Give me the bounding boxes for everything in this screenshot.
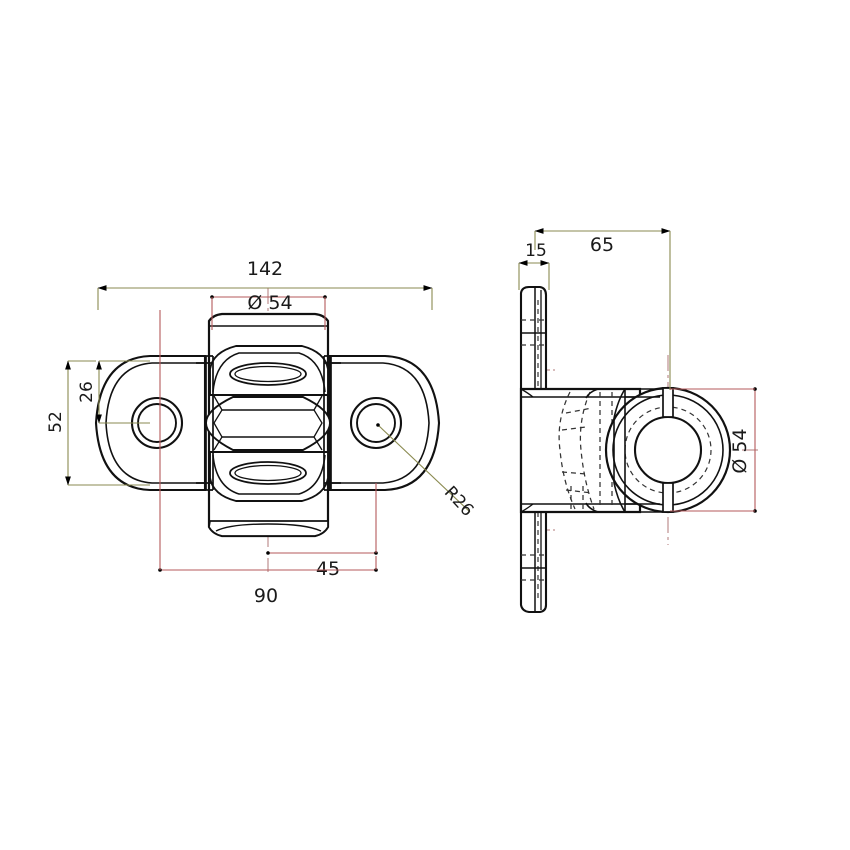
right-lug-inner-contour — [330, 362, 430, 484]
body-corner-bl — [520, 503, 534, 513]
dim-diam54-front — [210, 295, 327, 330]
barrel-bottom-cap — [208, 520, 329, 537]
barrel-end-caps — [208, 325, 329, 537]
hidden-knuckle-left-arc — [558, 391, 576, 510]
dim-r26 — [376, 423, 471, 513]
body-corner-tl — [520, 388, 534, 398]
hidden-tick-3 — [561, 471, 587, 475]
dim-65-label: 65 — [590, 234, 614, 256]
barrel-upper-knuckle — [209, 345, 329, 396]
lower-knuckle-inner-arc — [212, 454, 326, 495]
dim-diam54-side-label: Ø 54 — [729, 428, 751, 473]
hub-bore-circle — [633, 415, 703, 485]
waist-right-chamfer — [313, 395, 323, 451]
side-view — [519, 285, 760, 614]
barrel-waist-section — [205, 395, 331, 451]
left-bore — [130, 396, 184, 450]
hub-fillet-top — [613, 388, 626, 419]
front-view — [94, 288, 441, 572]
keyway-top — [662, 387, 674, 418]
barrel-side-rails — [196, 355, 341, 491]
dim-65 — [534, 228, 671, 390]
dim-45 — [266, 483, 378, 555]
flange-hidden-lines — [521, 300, 546, 600]
dim-45-label: 45 — [316, 558, 340, 580]
dim-90-label: 90 — [254, 585, 278, 607]
dim-52-label: 52 — [46, 411, 66, 433]
hub-fillet-bot — [613, 482, 626, 513]
dim-26-label: 26 — [77, 381, 97, 403]
knuckle-bot-cut — [585, 502, 599, 513]
dim-r26-leader — [376, 423, 471, 513]
dim-15 — [518, 260, 550, 290]
barrel-lower-knuckle — [209, 451, 329, 502]
lower-oval-recess-inner — [234, 464, 302, 482]
dim-15-label: 15 — [525, 241, 547, 261]
right-bore — [349, 396, 403, 450]
waist-left-chamfer — [213, 395, 223, 451]
side-knuckle-outline — [585, 388, 599, 513]
knuckle-top-cut — [585, 388, 599, 399]
dim-26 — [96, 360, 150, 424]
dim-diam54-side — [670, 387, 757, 513]
hub-body-joins — [613, 388, 663, 513]
dim-diam54-front-label: Ø 54 — [247, 292, 292, 314]
upper-oval-recess-inner — [234, 365, 302, 383]
dim-142-label: 142 — [247, 258, 283, 280]
hidden-tick-2 — [561, 426, 587, 431]
hidden-tick-4 — [565, 489, 593, 494]
dim-52 — [65, 360, 150, 486]
keyway-bottom — [662, 482, 674, 513]
dim-90 — [158, 310, 378, 572]
hidden-tick-1 — [565, 407, 593, 414]
flange-internal-lines — [521, 332, 546, 569]
barrel-bottom-cap-arc — [215, 523, 322, 532]
dim-142 — [97, 285, 433, 310]
waist-barrel-outline — [205, 396, 331, 451]
side-body-hidden-lines — [558, 391, 613, 510]
hub-keyway — [662, 387, 674, 513]
upper-knuckle-inner-arc — [212, 352, 326, 393]
